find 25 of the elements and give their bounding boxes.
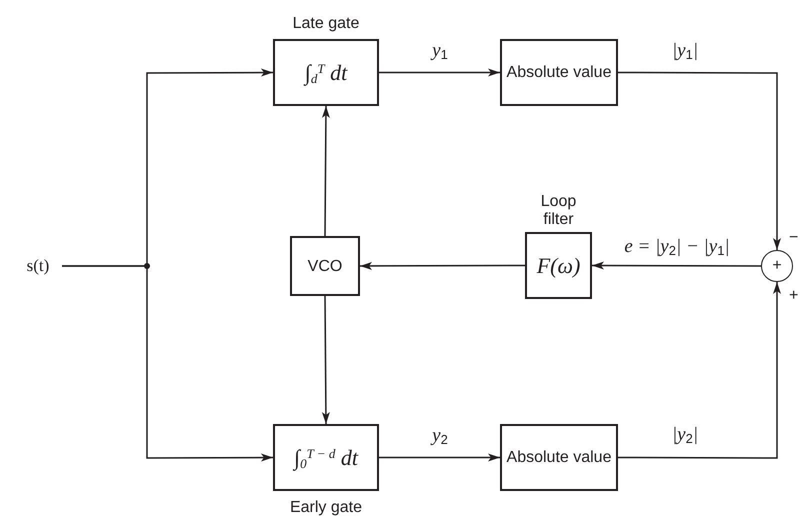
process-box: F(ω) bbox=[525, 232, 592, 299]
process-box: VCO bbox=[290, 236, 360, 296]
arrow bbox=[379, 454, 500, 462]
process-box: Absolute value bbox=[500, 39, 618, 106]
arrow bbox=[322, 296, 330, 424]
block-heading: Late gate bbox=[292, 15, 360, 33]
process-box: ∫$_{d}$$^{T}$ dt bbox=[273, 39, 379, 106]
arrow bbox=[618, 282, 781, 459]
arrow bbox=[360, 262, 525, 270]
arrow bbox=[618, 72, 781, 250]
block-heading: Early gate bbox=[290, 499, 362, 517]
arrow bbox=[592, 262, 761, 270]
process-box: Absolute value bbox=[500, 424, 618, 491]
arrow bbox=[379, 68, 500, 76]
arrow bbox=[62, 265, 273, 462]
sign-label: + bbox=[789, 288, 798, 304]
block-heading: Loop filter bbox=[540, 193, 578, 229]
signal-label: s(t) bbox=[26, 255, 50, 278]
edge-label: |y$_{1}$| bbox=[672, 40, 698, 62]
summing-junction: + bbox=[761, 250, 793, 282]
edge-label: |y$_{2}$| bbox=[672, 424, 698, 446]
sign-label: − bbox=[789, 230, 798, 246]
edge-label: e = |y$_{2}$| − |y$_{1}$| bbox=[624, 236, 730, 258]
process-box: ∫$_{0}$$^{T − d}$ dt bbox=[273, 424, 379, 491]
arrow bbox=[322, 106, 330, 236]
